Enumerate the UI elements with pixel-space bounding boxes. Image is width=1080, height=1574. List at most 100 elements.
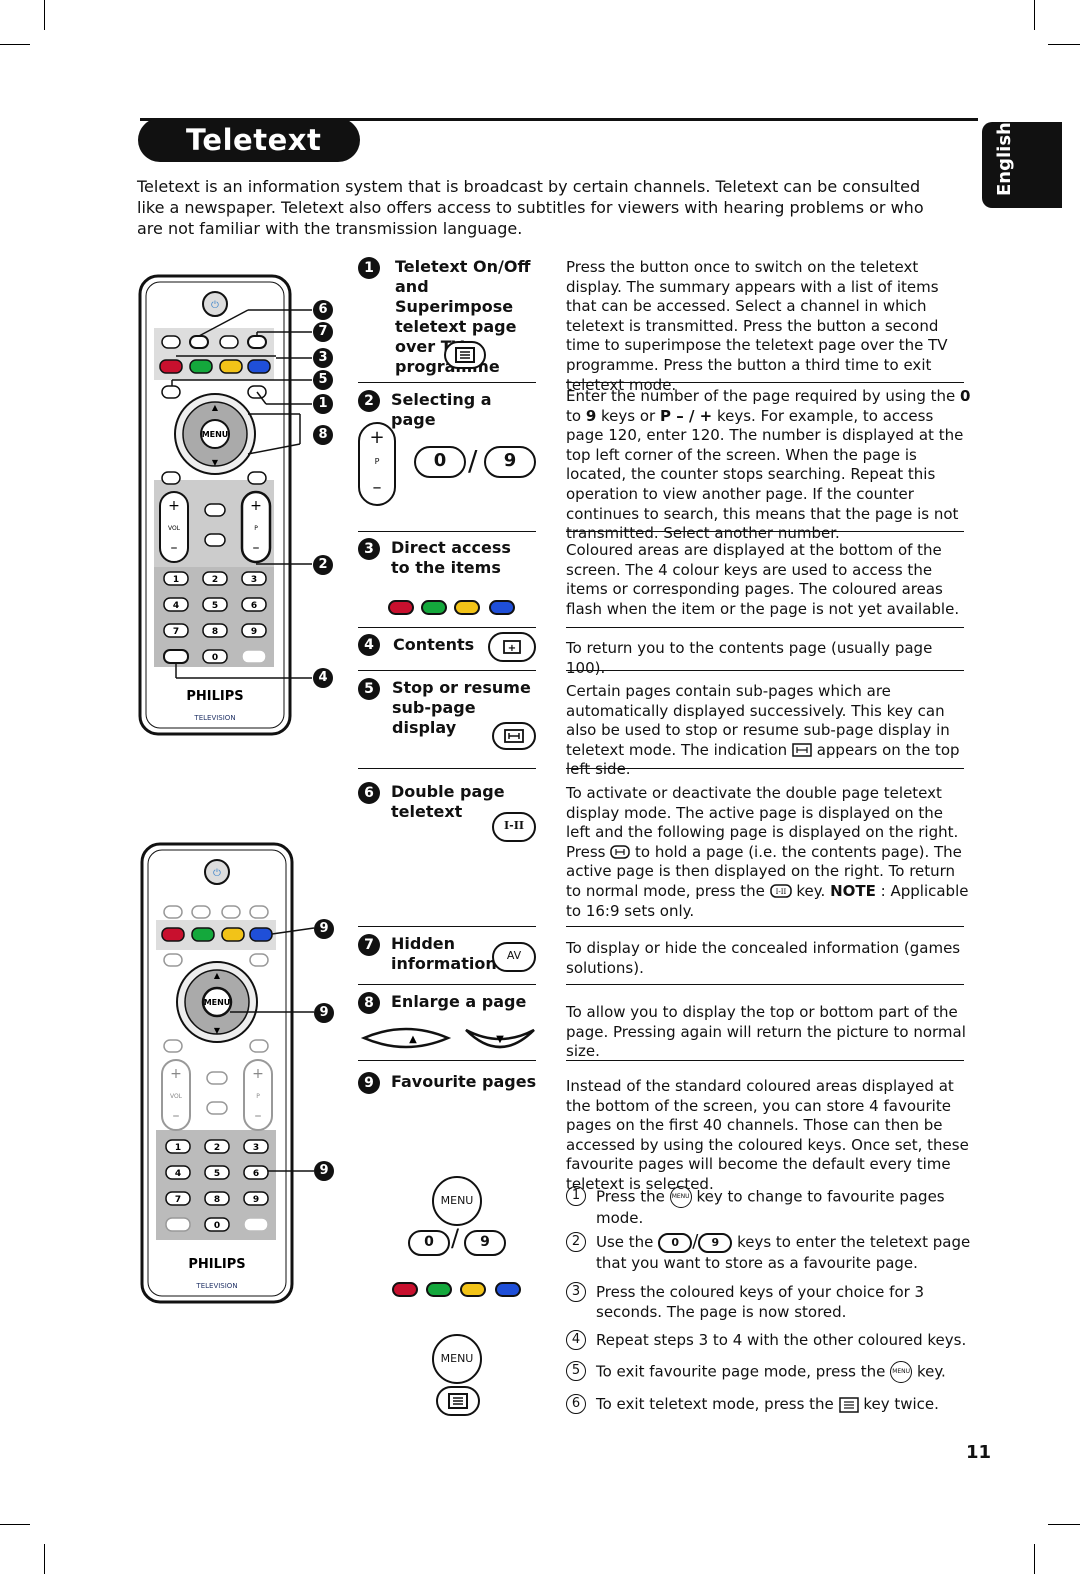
remote-control-top: ⏻ MENU ▲ ▼ + VOL – + P – 1 2 3 4 5 6 7 8… xyxy=(136,272,336,742)
section-desc: Certain pages contain sub-pages which ar… xyxy=(566,682,971,780)
red-key xyxy=(392,1282,418,1297)
section-desc: Instead of the standard coloured areas d… xyxy=(566,1077,969,1193)
nine-key: 9 xyxy=(464,1230,506,1256)
section-number: 4 xyxy=(358,634,380,656)
menu-key: MENU xyxy=(432,1334,482,1384)
step-5: 5 To exit favourite page mode, press the… xyxy=(566,1361,971,1387)
section-desc: Coloured areas are displayed at the bott… xyxy=(566,541,960,618)
bold-nine: 9 xyxy=(585,406,597,425)
crop-mark xyxy=(44,0,45,30)
desc-text: to xyxy=(566,406,586,425)
svg-text:5: 5 xyxy=(212,601,218,611)
svg-text:+: + xyxy=(508,643,516,654)
program-rocker-key: + P – xyxy=(358,422,396,506)
divider xyxy=(566,926,964,927)
green-key xyxy=(426,1282,452,1297)
section-desc: Press the button once to switch on the t… xyxy=(566,258,948,394)
intro-text: Teletext is an information system that i… xyxy=(137,177,924,238)
step-text-b: key twice. xyxy=(863,1395,939,1413)
section-hidden-info: 7 Hidden information AV xyxy=(358,934,540,978)
section-title: Direct access to the items xyxy=(391,538,511,577)
section-desc: To display or hide the concealed informa… xyxy=(566,939,961,977)
remote-drawing: ⏻ MENU ▲ ▼ + VOL – + P – 1 2 3 4 5 6 7 8… xyxy=(140,842,315,1304)
svg-text:+: + xyxy=(252,1066,264,1082)
subpage-key-icon xyxy=(492,722,536,750)
svg-text:+: + xyxy=(170,1066,182,1082)
svg-text:MENU: MENU xyxy=(202,430,229,439)
step-1: 1 Press the MENU key to change to favour… xyxy=(566,1186,971,1228)
teletext-icon xyxy=(455,347,475,363)
divider xyxy=(566,382,964,383)
svg-text:5: 5 xyxy=(214,1169,220,1179)
step-text: To exit teletext mode, press the key twi… xyxy=(596,1394,971,1414)
crop-mark xyxy=(1034,1544,1035,1574)
step-number: 2 xyxy=(566,1232,586,1252)
bold-zero: 0 xyxy=(960,387,971,405)
callout-8: 8 xyxy=(313,425,333,445)
step-text-a: To exit favourite page mode, press the xyxy=(596,1362,886,1381)
section-teletext-onoff: 1 Teletext On/Off and Superimpose telete… xyxy=(358,257,540,377)
teletext-key-icon xyxy=(444,341,486,369)
callout-1: 1 xyxy=(313,394,333,414)
section-favourite-pages: 9 Favourite pages MENU 0 / 9 MENU xyxy=(358,1072,540,1422)
svg-text:▼: ▼ xyxy=(214,1026,221,1035)
zero-key-icon: 0 xyxy=(658,1232,693,1253)
teletext-icon xyxy=(448,1393,468,1409)
divider xyxy=(358,1060,536,1061)
desc-text: key. xyxy=(796,881,826,900)
callout-6: 6 xyxy=(313,300,333,320)
svg-text:7: 7 xyxy=(173,627,179,637)
language-label: English xyxy=(994,122,1015,196)
desc-text: keys. For example, to access page 120, e… xyxy=(566,406,964,543)
page-number: 11 xyxy=(966,1442,992,1463)
dual-page-key: I-II xyxy=(492,812,536,842)
section-title: Favourite pages xyxy=(391,1072,537,1091)
svg-text:7: 7 xyxy=(175,1195,181,1205)
callout-9: 9 xyxy=(314,1161,334,1181)
section-direct-access: 3 Direct access to the items xyxy=(358,538,540,622)
step-number: 3 xyxy=(566,1282,586,1302)
callout-5: 5 xyxy=(313,370,333,390)
step-text-a: To exit teletext mode, press the xyxy=(596,1395,834,1413)
divider xyxy=(358,382,536,383)
desc-text: keys or xyxy=(596,406,660,425)
svg-text:4: 4 xyxy=(173,601,179,611)
note-text: : Applicable to 16:9 sets only. xyxy=(566,881,969,920)
svg-text:–: – xyxy=(255,1108,262,1124)
step-number: 5 xyxy=(566,1361,586,1381)
section-title: Double page teletext xyxy=(391,782,505,821)
svg-text:6: 6 xyxy=(253,1169,259,1179)
section-stop-resume: 5 Stop or resume sub-page display xyxy=(358,678,540,758)
svg-text:▲: ▲ xyxy=(409,1034,417,1045)
callout-3: 3 xyxy=(313,348,333,368)
step-text-a: Press the xyxy=(596,1187,665,1206)
language-tab: English xyxy=(982,122,1062,208)
svg-text:6: 6 xyxy=(251,601,257,611)
svg-text:PHILIPS: PHILIPS xyxy=(188,1257,245,1272)
section-title: Stop or resume sub-page display xyxy=(392,678,531,737)
svg-text:3: 3 xyxy=(251,575,257,585)
step-6: 6 To exit teletext mode, press the key t… xyxy=(566,1394,971,1418)
crop-mark xyxy=(1034,0,1035,30)
bold-pkeys: P – / + xyxy=(660,406,713,425)
svg-text:–: – xyxy=(171,540,178,556)
hold-icon xyxy=(610,845,631,860)
step-number: 4 xyxy=(566,1330,586,1350)
svg-text:8: 8 xyxy=(212,627,218,637)
contents-icon: + xyxy=(503,640,521,654)
yellow-key xyxy=(454,600,480,615)
teletext-icon xyxy=(838,1396,859,1413)
remote-drawing: ⏻ MENU ▲ ▼ + VOL – + P – 1 2 3 4 5 6 7 8… xyxy=(138,274,312,736)
svg-text:9: 9 xyxy=(251,627,257,637)
svg-text:–: – xyxy=(173,1108,180,1124)
step-3: 3 Press the coloured keys of your choice… xyxy=(566,1282,971,1324)
svg-text:4: 4 xyxy=(175,1169,181,1179)
minus-label: – xyxy=(372,477,382,498)
section-enlarge-page: 8 Enlarge a page ▲ ▼ xyxy=(358,992,540,1056)
section-title: Selecting a page xyxy=(391,390,492,429)
zero-key: 0 xyxy=(414,446,466,478)
menu-icon: MENU xyxy=(669,1186,692,1208)
page-title: Teletext xyxy=(138,118,360,162)
step-text: Press the coloured keys of your choice f… xyxy=(596,1283,925,1321)
crop-mark xyxy=(0,1524,30,1525)
